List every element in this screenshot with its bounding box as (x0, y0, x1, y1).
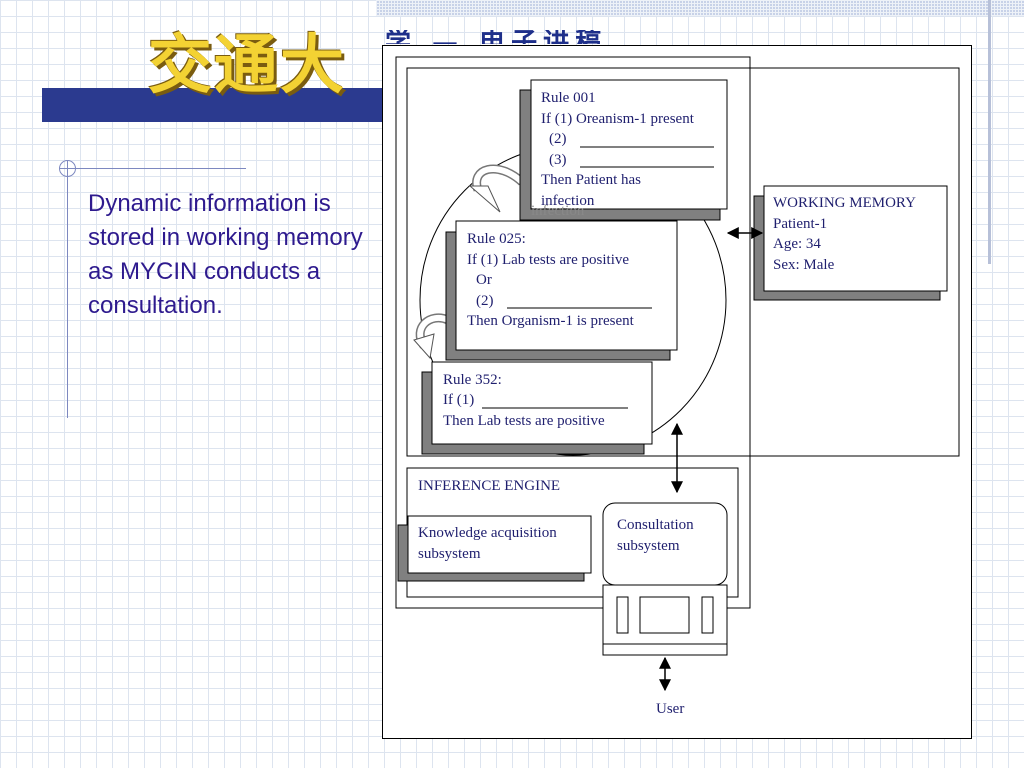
side-text: Dynamic information is stored in working… (88, 190, 363, 319)
consultation-card: Consultation subsystem (602, 502, 728, 586)
working-memory-sex: Sex: Male (773, 257, 835, 273)
rule-025-if: If (1) Lab tests are positive (467, 252, 629, 268)
rule-352-then: Then Lab tests are positive (443, 413, 605, 429)
rule-352-card: Rule 352: If (1) Then Lab tests are posi… (421, 361, 653, 455)
rule-001-if: If (1) Oreanism-1 present (541, 111, 695, 127)
rule-025-cond-2: (2) (476, 293, 494, 309)
rule-025-then: Then Organism-1 is present (467, 313, 635, 329)
left-rule-horizontal (60, 168, 246, 169)
terminal-icon (602, 584, 728, 656)
rule-001-then-2: infection (541, 193, 595, 209)
working-memory-card: WORKING MEMORY Patient-1 Age: 34 Sex: Ma… (753, 185, 948, 301)
knowledge-acquisition-label-2: subsystem (418, 546, 481, 562)
consultation-label-2: subsystem (617, 538, 680, 554)
left-rule-vertical (67, 160, 68, 418)
mycin-diagram-frame: infection Rule 001 If (1) Oreanism-1 pre… (382, 45, 972, 739)
knowledge-base-box (406, 67, 960, 457)
rule-352-if: If (1) (443, 392, 474, 408)
working-memory-patient: Patient-1 (773, 216, 827, 232)
left-rule-circle (59, 160, 76, 177)
rule-025-card: Rule 025: If (1) Lab tests are positive … (445, 220, 678, 361)
rule-025-title: Rule 025: (467, 231, 526, 247)
title-trail: 学 — 电子讲稿 (385, 30, 885, 44)
rule-001-cond-2: (2) (549, 131, 567, 147)
knowledge-acquisition-label-1: Knowledge acquisition (418, 525, 557, 541)
rule-001-card: infection Rule 001 If (1) Oreanism-1 pre… (519, 79, 728, 221)
user-label: User (656, 701, 684, 717)
system-box (395, 56, 751, 609)
consultation-label-1: Consultation (617, 517, 694, 533)
top-decorative-band (376, 0, 1024, 16)
rule-001-title: Rule 001 (541, 90, 596, 106)
rule-352-title: Rule 352: (443, 372, 502, 388)
rule-001-then: Then Patient has (541, 172, 641, 188)
rule-001-cond-3: (3) (549, 152, 567, 168)
inference-engine-label: INFERENCE ENGINE (418, 478, 560, 494)
right-decorative-rule (988, 0, 991, 264)
mycin-diagram: infection Rule 001 If (1) Oreanism-1 pre… (395, 56, 960, 717)
working-memory-title: WORKING MEMORY (773, 195, 916, 211)
working-memory-age: Age: 34 (773, 236, 821, 252)
rule-025-or: Or (476, 272, 492, 288)
knowledge-acquisition-card: Knowledge acquisition subsystem (397, 515, 592, 582)
rule-001-ghost-text: infection (531, 203, 585, 219)
title-banner: 交通大 (148, 28, 346, 103)
